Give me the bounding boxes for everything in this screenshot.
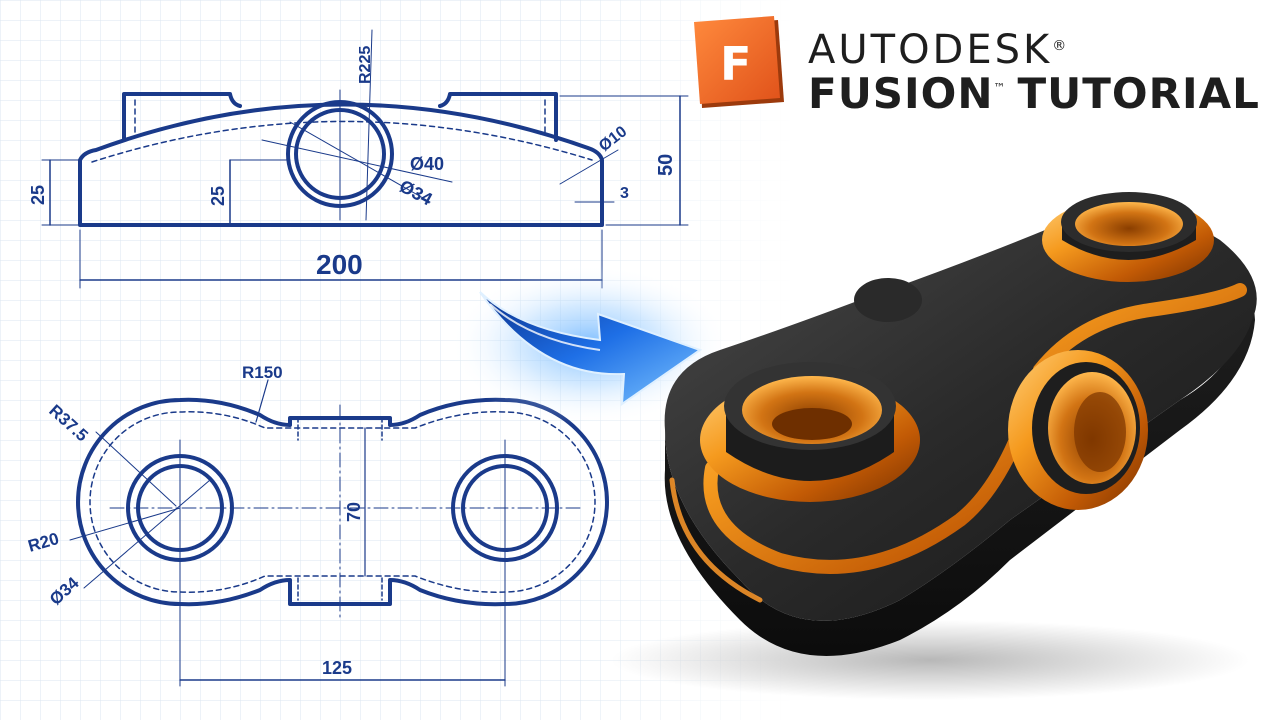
label-25-left: 25	[28, 185, 48, 205]
front-view-leader-r225	[365, 29, 373, 221]
leader-r20	[69, 507, 181, 541]
leader-o34-bottom	[83, 479, 211, 589]
brand-header: F AUTODESK® FUSION™ TUTORIAL	[690, 14, 1259, 118]
leader-r375	[95, 431, 177, 507]
part-floor-shadow	[610, 620, 1250, 700]
brand-title: FUSION™ TUTORIAL	[808, 70, 1260, 118]
leader-o40	[261, 139, 453, 183]
front-view-right-boss	[438, 92, 558, 142]
boss-front-bore-floor	[772, 408, 852, 440]
arrow-highlight	[489, 303, 601, 351]
part-side-wall	[664, 282, 1255, 656]
brand-registered: ®	[1052, 38, 1067, 54]
fusion-logo-icon: F	[694, 16, 784, 108]
top-view-drawing	[69, 379, 609, 687]
part-copper-rail-lower	[669, 477, 763, 603]
label-200: 200	[316, 249, 363, 280]
brand-autodesk: AUTODESK®	[808, 28, 1066, 72]
label-r225: R225	[357, 46, 374, 84]
brand-autodesk-text: AUTODESK	[808, 27, 1053, 73]
leader-r150	[255, 379, 269, 423]
logo-letter: F	[720, 37, 751, 91]
brand-product: FUSION	[808, 69, 994, 118]
part-copper-rail	[703, 283, 1247, 574]
label-70: 70	[344, 502, 364, 522]
label-125: 125	[322, 658, 352, 678]
part-back-boss	[854, 278, 922, 322]
front-view-left-boss	[122, 92, 242, 142]
leader-o34	[289, 121, 431, 203]
brand-tutorial: TUTORIAL	[1017, 69, 1260, 118]
cross-bore-shade	[1074, 392, 1126, 472]
label-o40: Ø40	[410, 154, 444, 174]
front-view-labels: R225 25 25 Ø40 Ø34 Ø10 50 3 200	[28, 46, 677, 280]
rendered-part	[610, 192, 1257, 700]
leader-o10	[559, 149, 619, 185]
part-cross-bore	[1008, 350, 1148, 510]
label-25-inner: 25	[208, 186, 228, 206]
label-3: 3	[620, 185, 629, 202]
label-r150: R150	[242, 363, 283, 382]
part-boss-front-left	[700, 362, 920, 502]
part-boss-back-right	[1042, 192, 1214, 282]
front-view-hidden-line	[91, 120, 593, 163]
label-50: 50	[655, 154, 677, 176]
transition-arrow	[450, 265, 730, 425]
boss-back-bore	[1075, 202, 1183, 246]
brand-trademark: ™	[993, 81, 1006, 95]
logo-front	[694, 16, 780, 104]
